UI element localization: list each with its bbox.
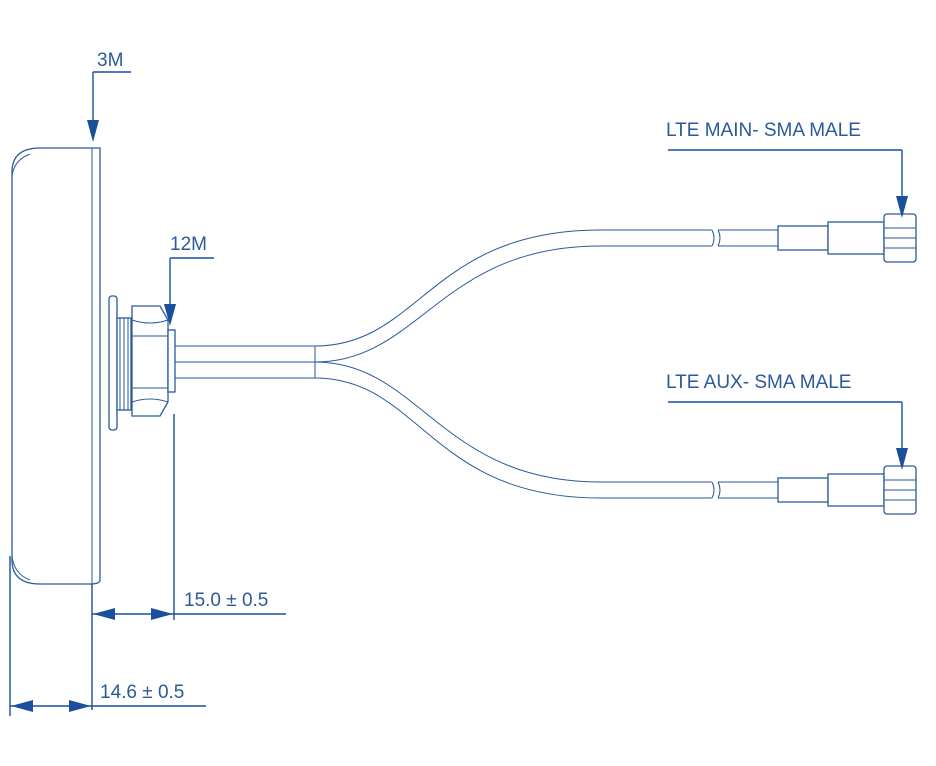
callout-lte-aux-label: LTE AUX- SMA MALE: [666, 372, 851, 393]
dimension-body: 14.6 ± 0.5: [9, 556, 206, 716]
callout-12m: 12M: [164, 234, 214, 326]
dimension-mount: 15.0 ± 0.5: [91, 414, 286, 710]
callout-lte-main-label: LTE MAIN- SMA MALE: [666, 120, 861, 141]
main-sma-connector: [777, 213, 917, 263]
cable-bundle: [175, 345, 316, 379]
dimension-mount-label: 15.0 ± 0.5: [184, 590, 268, 611]
callout-3m: 3M: [87, 50, 131, 142]
aux-sma-connector: [777, 465, 917, 515]
callout-12m-label: 12M: [170, 234, 207, 255]
main-cable: [314, 229, 778, 363]
callout-lte-main: LTE MAIN- SMA MALE: [666, 120, 908, 218]
aux-cable: [314, 361, 778, 499]
dimension-body-label: 14.6 ± 0.5: [100, 682, 184, 703]
callout-3m-label: 3M: [97, 50, 123, 71]
antenna-body: [11, 147, 101, 585]
callout-lte-aux: LTE AUX- SMA MALE: [666, 372, 908, 470]
mount-nut: [131, 305, 176, 417]
mount-washer: [108, 295, 132, 431]
